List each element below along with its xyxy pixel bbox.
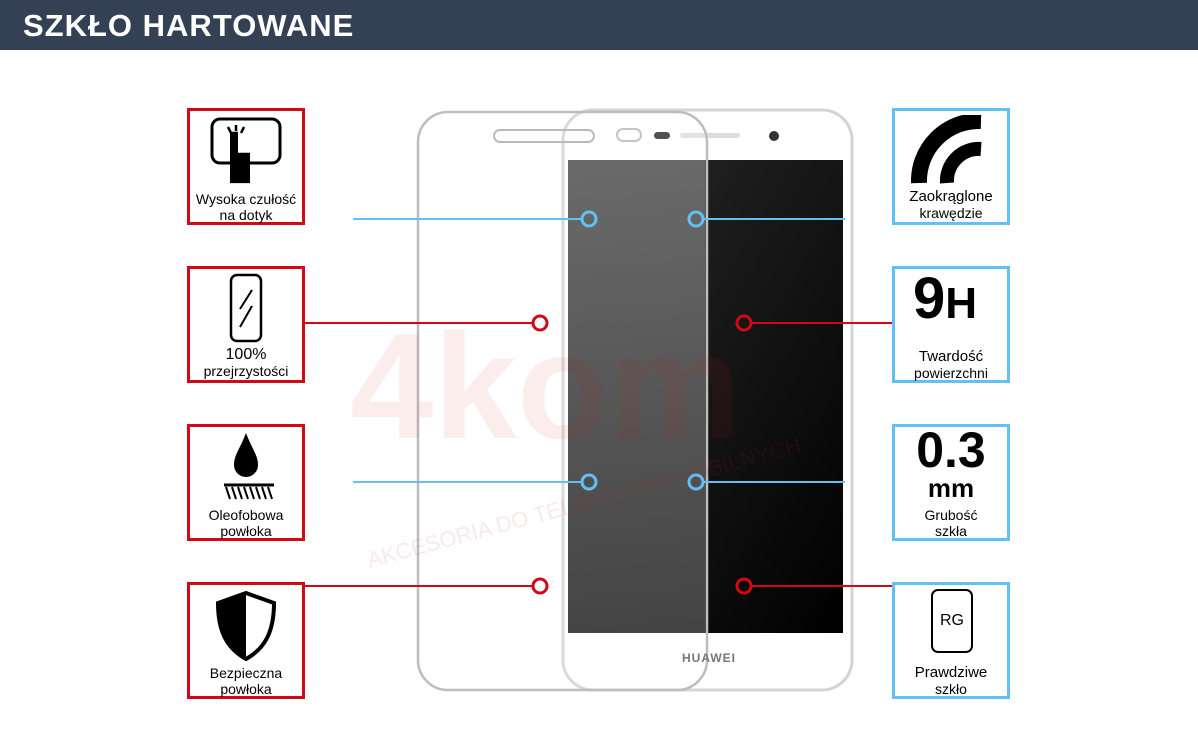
hardness-value: 9 <box>913 266 946 331</box>
feature-line2: szkło <box>935 681 967 697</box>
oleophobic-drop-icon <box>224 433 274 500</box>
feature-line2: powłoka <box>220 523 272 539</box>
hardness-unit: H <box>945 279 978 328</box>
feature-line2: krawędzie <box>919 205 983 221</box>
feature-line2: przejrzystości <box>203 363 289 379</box>
feature-line2: na dotyk <box>219 207 273 223</box>
tempered-glass <box>416 110 709 692</box>
header-bar: SZKŁO HARTOWANE <box>0 0 1198 50</box>
feature-line1: Twardość <box>918 348 984 365</box>
feature-transparency: 100%przejrzystości <box>187 266 305 383</box>
feature-line1: 100% <box>225 346 267 363</box>
rounded-edge-icon <box>911 115 982 184</box>
front-camera-icon <box>769 131 779 141</box>
feature-line1: Wysoka czułość <box>195 191 297 207</box>
feature-line2: powłoka <box>220 681 272 697</box>
feature-line1: Grubość <box>924 507 978 523</box>
feature-line1: Prawdziwe <box>914 664 988 681</box>
feature-line1: Bezpieczna <box>209 665 283 681</box>
transparency-icon <box>229 273 263 343</box>
touch-icon <box>210 117 282 184</box>
thickness-unit: mm <box>927 473 975 503</box>
phone-brand: HUAWEI <box>682 651 736 665</box>
feature-line2: szkła <box>935 523 967 539</box>
feature-line1: Oleofobowa <box>208 507 284 523</box>
feature-line1: Zaokrąglone <box>909 188 993 205</box>
page-title: SZKŁO HARTOWANE <box>23 8 355 43</box>
feature-line2: powierzchni <box>914 365 988 381</box>
real-glass-icon: RG <box>931 589 973 653</box>
shield-icon <box>215 590 277 662</box>
thickness-value: 0.3 <box>916 422 986 478</box>
